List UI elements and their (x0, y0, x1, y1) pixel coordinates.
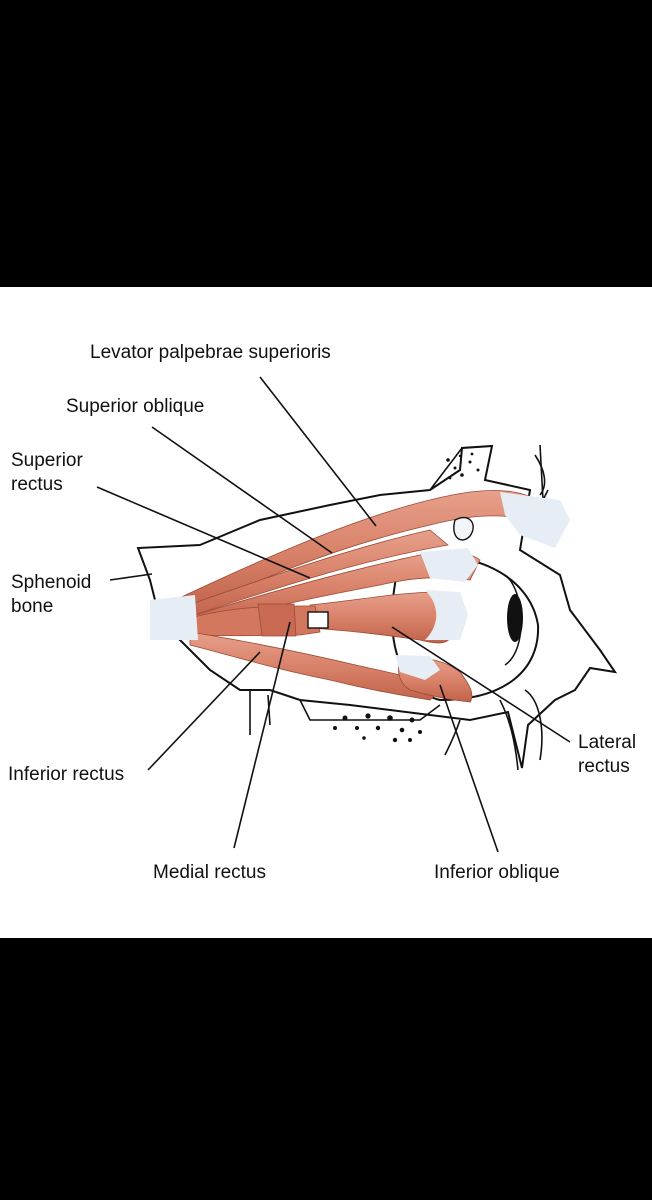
superior-oblique-muscle (179, 529, 449, 619)
top-black-band (0, 0, 652, 287)
leader-superior-rectus (96, 486, 311, 579)
inferior-oblique-tendon (395, 655, 440, 680)
label-superior-oblique: Superior oblique (66, 396, 205, 417)
label-sphenoid-line2: bone (11, 596, 54, 617)
bone-foramina (333, 452, 480, 743)
leader-lines (96, 376, 571, 853)
medial-rectus-band (257, 603, 297, 637)
label-lateral-rectus-line2: rectus (578, 756, 630, 777)
leader-medial-rectus (233, 621, 291, 849)
inferior-rectus-muscle (189, 631, 441, 701)
muscles (150, 490, 570, 703)
leader-lateral-rectus (391, 626, 571, 743)
cornea-pupil (507, 594, 523, 642)
label-inferior-oblique: Inferior oblique (434, 862, 560, 883)
label-superior-rectus-line2: rectus (11, 474, 63, 495)
bone-detail (249, 444, 549, 771)
levator-tendon (500, 492, 570, 548)
eye-muscles-diagram (96, 376, 618, 853)
leader-sphenoid (109, 573, 153, 581)
leader-superior-oblique (151, 426, 333, 554)
common-tendinous-ring (150, 595, 198, 640)
medial-rectus-window (307, 611, 329, 629)
lateral-rectus-tendon (425, 590, 468, 640)
superior-rectus-tendon (420, 548, 478, 582)
trochlea (453, 516, 474, 541)
label-medial-rectus: Medial rectus (153, 862, 266, 883)
bottom-black-band (0, 938, 652, 1200)
leader-inferior-rectus (147, 651, 261, 771)
leader-inferior-oblique (439, 684, 499, 853)
label-superior-rectus-line1: Superior (11, 450, 83, 471)
label-sphenoid-line1: Sphenoid (11, 572, 92, 593)
label-inferior-rectus: Inferior rectus (8, 764, 125, 785)
label-lateral-rectus-line1: Lateral (578, 732, 637, 753)
label-levator-palpebrae-superioris: Levator palpebrae superioris (90, 342, 331, 363)
eye-muscles-figure: Levator palpebrae superioris Superior ob… (0, 287, 652, 938)
leader-levator (259, 376, 377, 527)
